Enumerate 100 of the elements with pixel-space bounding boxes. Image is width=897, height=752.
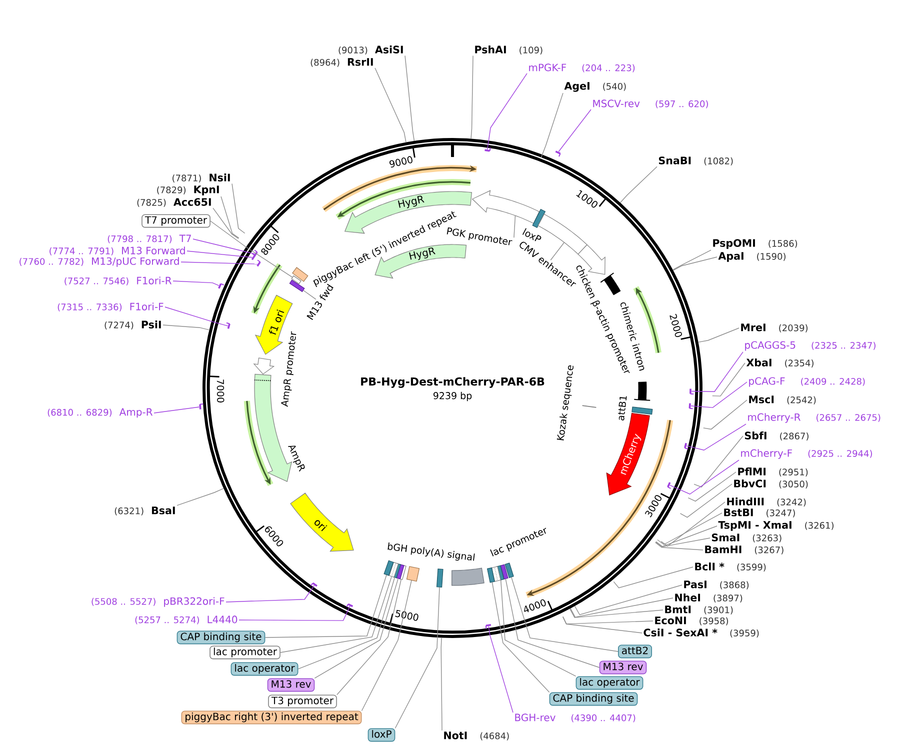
primer-mark	[485, 624, 492, 630]
primer-label: MSCV-rev (597 .. 620)	[593, 100, 708, 108]
feature-tag: lac operator	[576, 676, 644, 690]
plasmid-size: 9239 bp	[433, 392, 472, 402]
leader-line	[686, 424, 746, 450]
leader-line	[374, 68, 406, 143]
primer-label: (7315 .. 7336) F1ori-F	[58, 302, 164, 312]
feature-tag: CAP binding site	[549, 692, 638, 706]
enzyme-label: (6321) BsaI	[114, 506, 175, 516]
enzyme-label: (7274) PsiI	[104, 320, 161, 330]
leader-line	[361, 580, 412, 712]
enzyme-label: MreI (2039)	[741, 324, 808, 332]
leader-line	[164, 306, 228, 326]
feature-tag: lac operator	[230, 662, 298, 676]
feature-tag: M13 rev	[599, 660, 647, 674]
feature-label: Kozak sequence	[556, 365, 574, 440]
leader-line	[703, 400, 748, 430]
leader-line	[680, 484, 732, 518]
leader-line	[550, 242, 564, 260]
leader-line	[672, 250, 712, 270]
primer-mark	[254, 250, 258, 257]
feature-tag: loxP	[368, 728, 396, 742]
enzyme-label: (7829) KpnI	[157, 186, 219, 196]
enzyme-label: EcoNI (3958)	[655, 616, 728, 626]
enzyme-label: BmtI (3901)	[665, 606, 733, 614]
leader-line	[280, 576, 392, 653]
primer-label: pCAGGS-5 (2325 .. 2347)	[745, 341, 876, 351]
feature-tag: lac promoter	[210, 646, 280, 660]
feature-label: bGH poly(A) signal	[388, 542, 475, 561]
leader-line	[154, 406, 200, 414]
enzyme-label: NotI (4684)	[444, 732, 509, 740]
primer-label: pCAG-F (2409 .. 2428)	[749, 377, 865, 387]
leader-line	[192, 238, 255, 254]
primer-mark	[684, 442, 688, 450]
primer-mark	[555, 150, 561, 157]
primer-label: mCherry-R (2657 .. 2675)	[748, 413, 880, 423]
enzyme-label: HindIII (3242)	[727, 497, 806, 506]
leader-line	[238, 606, 350, 621]
feature-tag: T7 promoter	[142, 214, 210, 228]
primer-label: (5257 .. 5274) L4440	[135, 616, 238, 624]
scale-label: 2000	[670, 314, 682, 338]
primer-mark	[256, 260, 261, 267]
leader-line	[500, 580, 576, 677]
leader-line	[314, 578, 398, 679]
primer-label: mCherry-F (2925 .. 2944)	[741, 449, 872, 459]
leader-line	[562, 616, 654, 624]
leader-line	[514, 215, 516, 238]
leader-line	[212, 208, 239, 239]
primer-label: (7760 .. 7782) M13/pUC Forward	[20, 257, 179, 267]
leader-line	[558, 109, 592, 152]
leader-line	[162, 324, 210, 330]
feature-tag: T3 promoter	[268, 694, 337, 708]
feature-tag: attB2	[618, 644, 652, 658]
primer-mark	[310, 582, 318, 587]
primer-label: (7774 .. 7791) M13 Forward	[50, 246, 185, 256]
primer-mark	[226, 322, 230, 329]
feature-tag: M13 rev	[267, 678, 315, 692]
leader-line	[487, 73, 528, 150]
enzyme-label: PshAI (109)	[475, 45, 542, 54]
enzyme-label: MscI (2542)	[749, 396, 816, 404]
enzyme-label: BamHI (3267)	[705, 546, 784, 554]
feature-box	[289, 280, 305, 292]
leader-line	[488, 626, 514, 713]
leader-line	[691, 352, 744, 392]
leader-line	[210, 220, 293, 278]
leader-line	[657, 512, 722, 545]
leader-line	[492, 582, 550, 693]
leader-line	[298, 577, 395, 670]
enzyme-label: BbvCI (3050)	[734, 479, 808, 488]
primer-label: (7798 .. 7817) T7	[108, 234, 191, 244]
enzyme-label: (9013) AsiSI	[338, 45, 403, 54]
leader-line	[570, 598, 674, 618]
leader-line	[303, 290, 316, 300]
enzyme-label: AgeI (540)	[564, 82, 626, 92]
primer-label: (5508 .. 5527) pBR322ori-F	[92, 597, 224, 607]
leader-line	[264, 574, 387, 638]
enzyme-label: SnaBI (1082)	[658, 156, 733, 166]
leader-line	[698, 328, 740, 343]
leader-line	[660, 502, 726, 547]
leader-line	[656, 526, 718, 547]
feature-label: loxP	[522, 228, 542, 242]
leader-line	[404, 55, 415, 142]
leader-line	[570, 608, 664, 618]
leader-line	[712, 362, 746, 396]
primer-label: (6810 .. 6829) Amp-R	[48, 408, 153, 418]
scale-label: 7000	[216, 380, 224, 402]
primer-mark	[346, 603, 354, 608]
scale-label: 5000	[395, 610, 418, 621]
leader-line	[694, 436, 744, 488]
scale-label: 9000	[390, 156, 412, 168]
enzyme-label: PflMI (2951)	[738, 467, 808, 476]
enzyme-label: SbfI (2867)	[744, 431, 808, 440]
enzyme-label: TspMI - XmaI (3261)	[718, 521, 834, 531]
leader-line	[655, 542, 704, 550]
leader-line	[574, 584, 682, 616]
leader-line	[172, 280, 220, 286]
leader-line	[232, 183, 246, 234]
enzyme-label: (7871) NsiI	[172, 173, 230, 182]
enzyme-label: (7825) Acc65I	[137, 198, 211, 207]
primer-mark	[690, 388, 694, 394]
